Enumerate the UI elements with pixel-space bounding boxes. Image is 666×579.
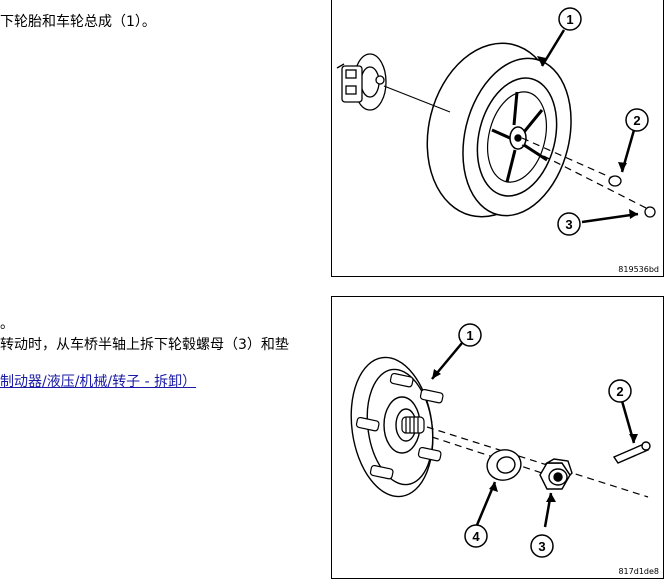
wheel-studs-drawing	[355, 372, 444, 480]
svg-text:3: 3	[538, 539, 545, 554]
nut-part	[644, 206, 656, 218]
step-text-remove-tire: 下轮胎和车轮总成（1）。	[0, 14, 156, 30]
hub-nut-drawing	[539, 458, 573, 490]
step-text-remove-hub-nut: 转动时，从车桥半轴上拆下轮毂螺母（3）和垫	[0, 337, 289, 353]
figure-tire-wheel-assembly: 1 2 3 819536bd	[331, 0, 664, 277]
callout-1: 1	[558, 7, 582, 31]
figure-image-id: 819536bd	[618, 265, 659, 274]
figure-hub-nut-assembly: 1 2 3 4 817d1de8	[331, 296, 664, 579]
callout-3: 3	[530, 534, 554, 558]
figure-image-id: 817d1de8	[618, 567, 659, 576]
cotter-pin-drawing	[612, 441, 651, 464]
tire-wheel-illustration: 1 2 3	[336, 7, 656, 236]
step-bullet-dot: 。	[0, 316, 14, 332]
washer-drawing	[486, 449, 522, 481]
callout-2: 2	[608, 379, 632, 403]
svg-text:2: 2	[633, 113, 640, 128]
svg-text:3: 3	[565, 217, 572, 232]
svg-text:4: 4	[472, 529, 480, 544]
svg-text:1: 1	[566, 12, 573, 27]
brake-rotor-removal-link[interactable]: 制动器/液压/机械/转子 - 拆卸）	[0, 374, 197, 390]
tire-drawing	[426, 42, 572, 218]
svg-text:2: 2	[616, 384, 623, 399]
callout-3: 3	[557, 212, 581, 236]
hub-nut-illustration: 1 2 3 4	[350, 323, 651, 558]
cap-part	[608, 175, 622, 187]
callout-2: 2	[625, 108, 649, 132]
svg-text:1: 1	[466, 328, 473, 343]
callout-1: 1	[458, 323, 482, 347]
callout-4: 4	[464, 524, 488, 548]
brake-hub-drawing	[336, 53, 387, 111]
